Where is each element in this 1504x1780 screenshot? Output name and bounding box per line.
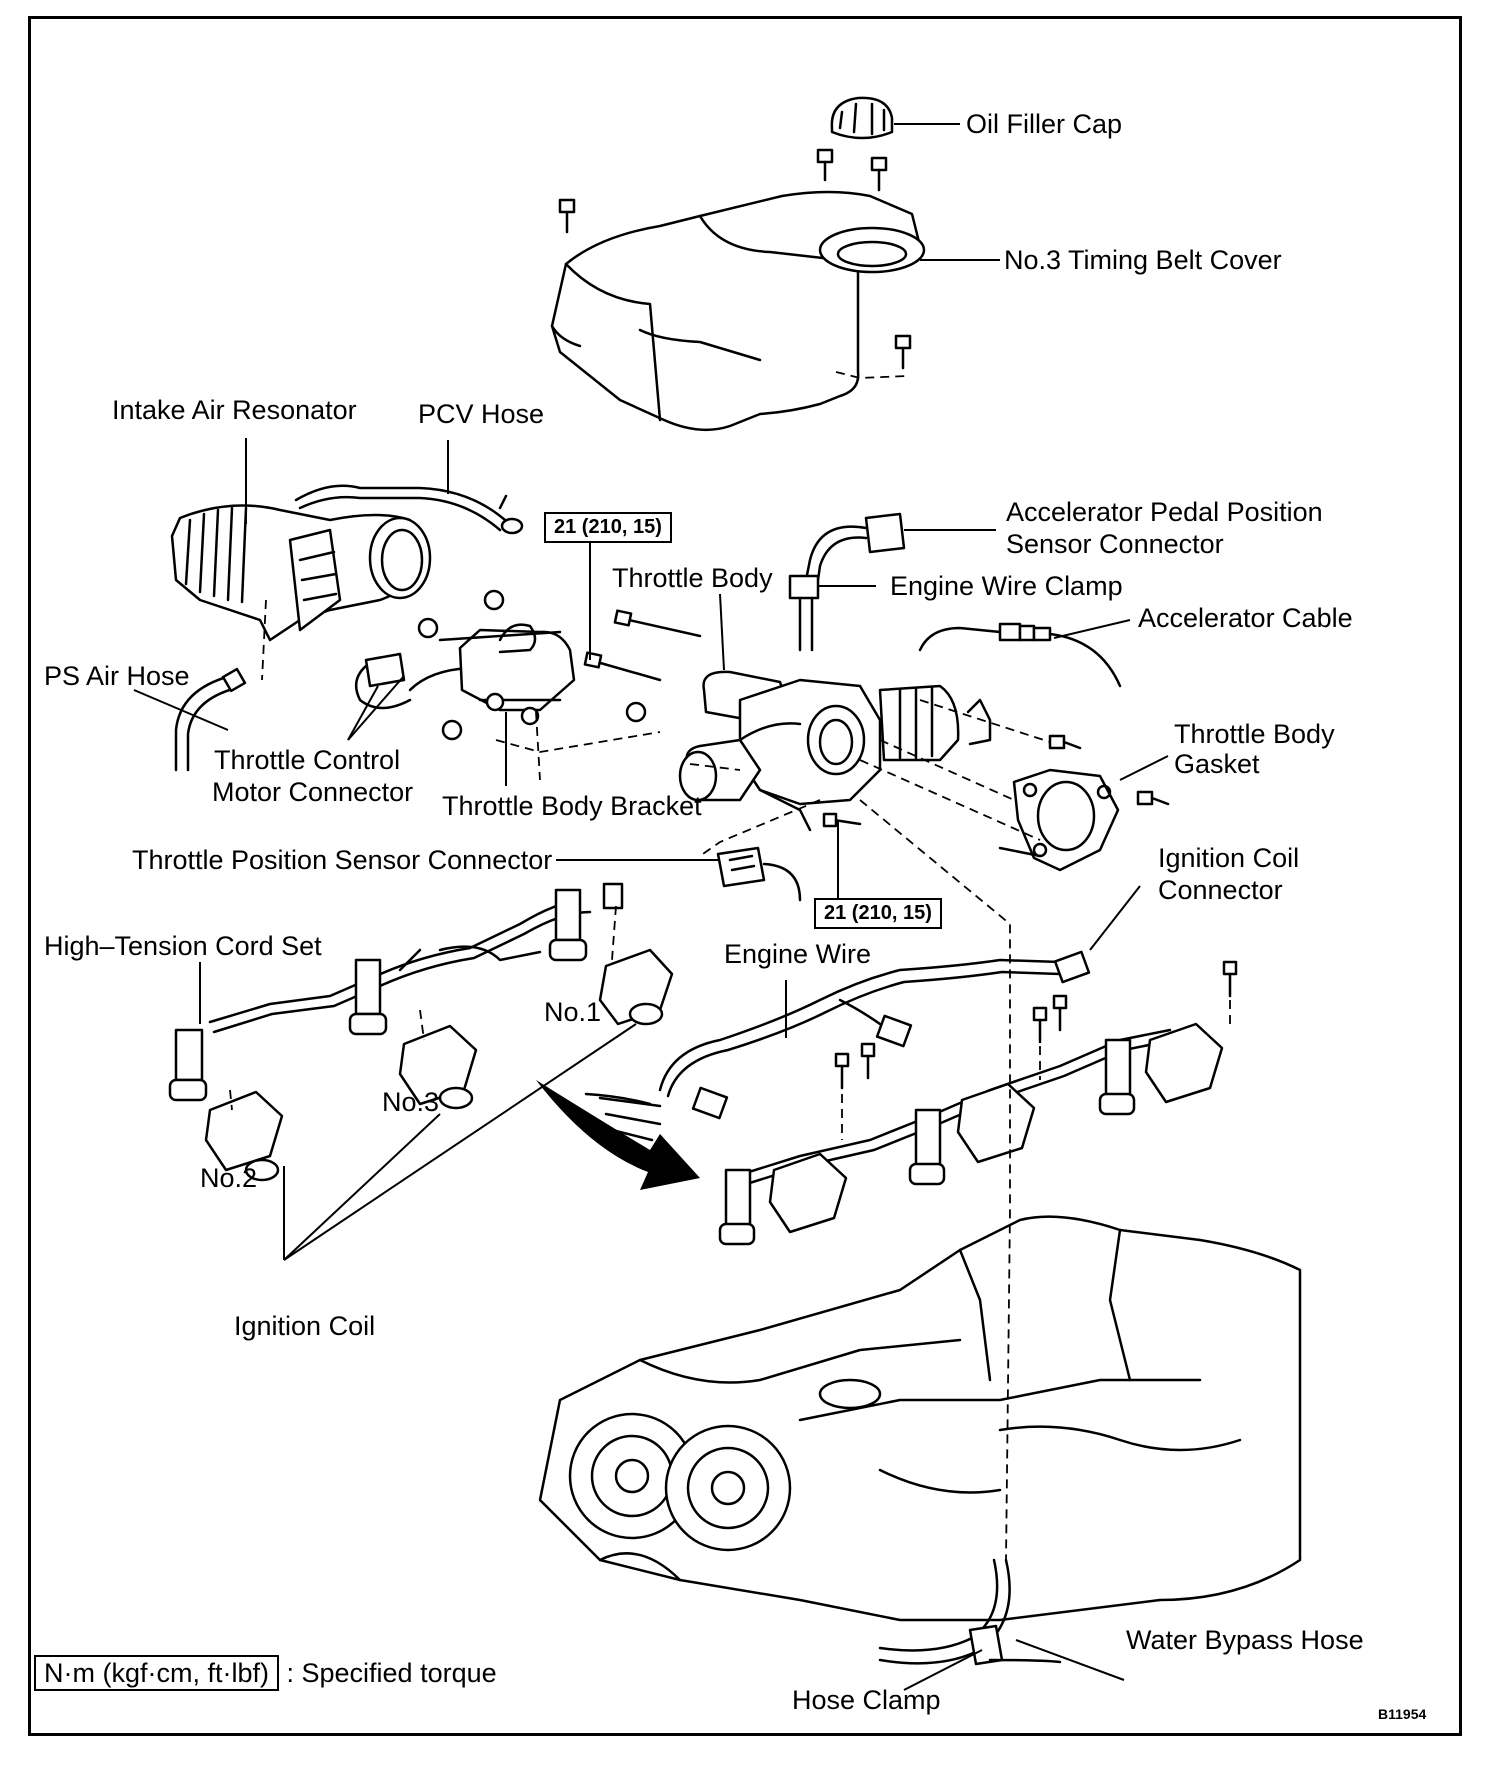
- throttle-body-gasket-part: [998, 734, 1170, 872]
- torque-box-upper: 21 (210, 15): [544, 512, 672, 543]
- label-no2: No.2: [200, 1163, 258, 1193]
- label-timing-belt-cover: No.3 Timing Belt Cover: [1004, 245, 1282, 275]
- torque-legend: N·m (kgf·cm, ft·lbf) : Specified torque: [34, 1655, 497, 1691]
- cover-bolts: [558, 148, 912, 370]
- legend-description: : Specified torque: [286, 1658, 497, 1688]
- label-app-sensor-connector-1: Accelerator Pedal Position: [1006, 497, 1323, 527]
- tps-connector-part: [716, 846, 802, 902]
- ignition-coil-no1-part: [598, 948, 674, 1026]
- engine-block-part: [538, 1215, 1302, 1622]
- high-tension-cord-set-part: [168, 882, 624, 1102]
- accelerator-cable-part: [918, 622, 1122, 688]
- timing-belt-cover-part: [550, 190, 926, 432]
- label-high-tension-cord-set: High–Tension Cord Set: [44, 931, 322, 961]
- label-intake-air-resonator: Intake Air Resonator: [112, 395, 357, 425]
- label-hose-clamp: Hose Clamp: [792, 1685, 941, 1715]
- label-throttle-control-motor-1: Throttle Control: [214, 745, 401, 775]
- label-no3: No.3: [382, 1087, 440, 1117]
- label-throttle-body-gasket-2: Gasket: [1174, 749, 1260, 779]
- throttle-body-bracket-part: [438, 623, 576, 726]
- ps-air-hose-part: [174, 667, 247, 772]
- label-throttle-control-motor-2: Motor Connector: [212, 777, 414, 807]
- label-engine-wire: Engine Wire: [724, 939, 872, 969]
- label-ignition-coil: Ignition Coil: [234, 1311, 376, 1341]
- leader-lines: [133, 123, 1169, 1691]
- label-accelerator-cable: Accelerator Cable: [1138, 603, 1353, 633]
- throttle-body-bolts: [583, 609, 862, 828]
- pcv-hose-part: [498, 494, 524, 535]
- engine-wire-part: [584, 950, 1091, 1120]
- figure-code: B11954: [1378, 1706, 1427, 1722]
- label-app-sensor-connector-2: Sensor Connector: [1006, 529, 1224, 559]
- ignition-coil-no3-part: [398, 1024, 478, 1110]
- label-no1: No.1: [544, 997, 602, 1027]
- label-water-bypass-hose: Water Bypass Hose: [1126, 1625, 1364, 1655]
- app-sensor-connector-part: [788, 512, 906, 652]
- label-oil-filler-cap: Oil Filler Cap: [966, 109, 1123, 139]
- throttle-body-part: [678, 670, 992, 832]
- label-ignition-coil-connector-2: Connector: [1158, 875, 1283, 905]
- bracket-nuts: [417, 589, 647, 741]
- label-ignition-coil-connector-1: Ignition Coil: [1158, 843, 1300, 873]
- label-throttle-body-bracket: Throttle Body Bracket: [442, 791, 702, 821]
- legend-unit-box: N·m (kgf·cm, ft·lbf): [34, 1655, 279, 1691]
- label-throttle-body: Throttle Body: [612, 563, 773, 593]
- assembly-lines: [229, 371, 1231, 1561]
- oil-filler-cap-part: [830, 96, 894, 140]
- label-pcv-hose: PCV Hose: [418, 399, 545, 429]
- label-ps-air-hose: PS Air Hose: [44, 661, 190, 691]
- torque-box-lower: 21 (210, 15): [814, 898, 942, 929]
- ignition-coil-no2-part: [204, 1090, 284, 1182]
- intake-air-resonator-part: [170, 484, 507, 642]
- direction-arrow: [536, 1080, 700, 1190]
- right-coil-assembly-part: [718, 960, 1238, 1246]
- label-engine-wire-clamp: Engine Wire Clamp: [890, 571, 1123, 601]
- label-throttle-body-gasket-1: Throttle Body: [1174, 719, 1335, 749]
- label-tps-connector: Throttle Position Sensor Connector: [132, 845, 553, 875]
- diagram-frame: [28, 16, 1462, 1736]
